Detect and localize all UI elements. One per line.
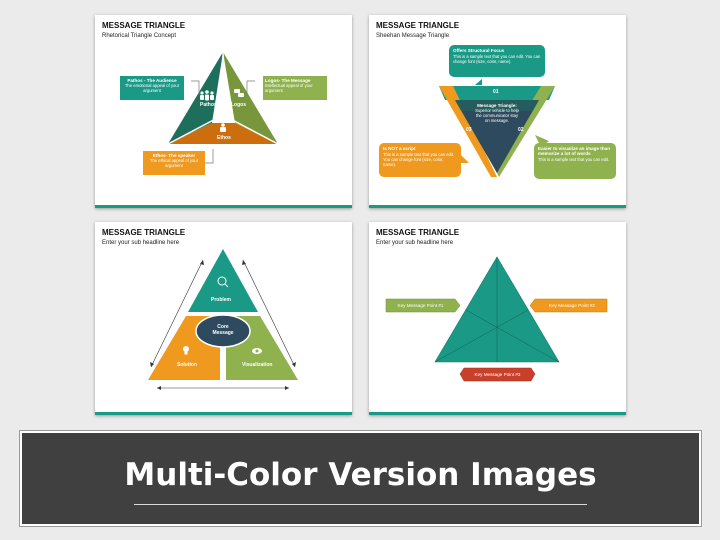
kmp3-arrow bbox=[459, 367, 536, 382]
slide-sheehan-triangle[interactable]: MESSAGE TRIANGLE Sheehan Message Triangl… bbox=[369, 15, 626, 208]
callout-not-a-script: Is NOT a script This is a sample text th… bbox=[379, 143, 461, 177]
core-message-ellipse bbox=[195, 314, 251, 348]
slide-core-message-triangle[interactable]: MESSAGE TRIANGLE Enter your sub headline… bbox=[95, 222, 352, 415]
center-message: Message Triangle: Superior vehicle to he… bbox=[475, 103, 519, 123]
logos-segment bbox=[223, 52, 278, 144]
top-band bbox=[439, 86, 555, 100]
logos-box: Logos- The Message Intellectual appeal o… bbox=[263, 76, 327, 100]
key-message-point-3: Key Message Point #3 bbox=[474, 372, 521, 377]
number-02: 02 bbox=[518, 127, 524, 133]
slide-title: MESSAGE TRIANGLE bbox=[376, 21, 460, 30]
kmp1-arrow bbox=[385, 298, 461, 313]
slide-title: MESSAGE TRIANGLE bbox=[376, 228, 460, 237]
core-message-graphic bbox=[148, 249, 298, 390]
logos-label: Logos bbox=[231, 102, 246, 108]
right-band bbox=[493, 86, 555, 177]
rhetorical-triangle-graphic bbox=[167, 52, 279, 164]
chat-icon bbox=[234, 89, 244, 97]
ethos-label: Ethos bbox=[217, 135, 231, 141]
key-message-point-1: Key Message Point #1 bbox=[397, 303, 444, 308]
lightbulb-icon bbox=[183, 346, 189, 355]
ethos-segment bbox=[168, 123, 278, 144]
banner-underline bbox=[134, 504, 587, 505]
number-03: 03 bbox=[466, 127, 472, 133]
callout-visualize: Easier to visualize an image than memori… bbox=[534, 143, 616, 179]
slide-subtitle: Rhetorical Triangle Concept bbox=[102, 33, 177, 39]
problem-segment bbox=[188, 249, 258, 312]
ethos-box: Ethos- The speaker The ethical appeal of… bbox=[143, 151, 205, 175]
banner-title: Multi-Color Version Images bbox=[124, 457, 597, 493]
slide-subtitle: Enter your sub headline here bbox=[376, 240, 454, 246]
core-message-label: Core Message bbox=[212, 324, 234, 336]
speaker-icon bbox=[220, 123, 226, 132]
pathos-label: Pathos bbox=[200, 102, 217, 108]
pathos-box: Pathos - The Audience The emotional appe… bbox=[120, 76, 184, 100]
search-icon bbox=[217, 276, 229, 288]
slide-subtitle: Enter your sub headline here bbox=[102, 240, 180, 246]
problem-label: Problem bbox=[211, 297, 232, 303]
key-message-point-2: Key Message Point #2 bbox=[549, 303, 595, 308]
number-01: 01 bbox=[493, 89, 499, 95]
kmp2-arrow bbox=[529, 298, 608, 313]
pathos-segment bbox=[168, 52, 223, 144]
left-band bbox=[439, 86, 497, 177]
version-banner: Multi-Color Version Images bbox=[19, 430, 702, 527]
visualization-label: Visualization bbox=[242, 362, 273, 368]
slide-rhetorical-triangle[interactable]: MESSAGE TRIANGLE Rhetorical Triangle Con… bbox=[95, 15, 352, 208]
slide-title: MESSAGE TRIANGLE bbox=[102, 21, 186, 30]
eye-icon bbox=[252, 348, 262, 354]
callout-structural-focus: Offers Structural Focus This is a sample… bbox=[449, 45, 545, 77]
slide-subtitle: Sheehan Message Triangle bbox=[376, 33, 450, 39]
solution-label: Solution bbox=[177, 362, 197, 368]
key-points-triangle bbox=[385, 256, 608, 382]
slide-title: MESSAGE TRIANGLE bbox=[102, 228, 186, 237]
center-triangle bbox=[455, 100, 539, 173]
slide-key-message-points[interactable]: MESSAGE TRIANGLE Enter your sub headline… bbox=[369, 222, 626, 415]
people-icon bbox=[200, 90, 214, 101]
